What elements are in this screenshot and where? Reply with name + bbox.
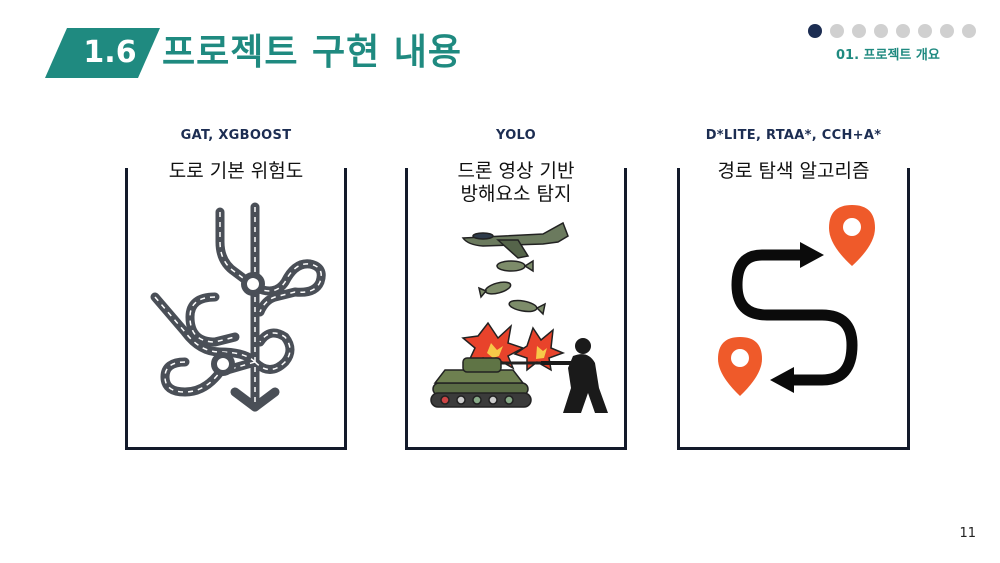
card-route-algorithm: 경로 탐색 알고리즘 — [677, 160, 910, 450]
card-frame — [125, 168, 347, 450]
bomb-icon — [477, 259, 547, 316]
card-frame — [677, 168, 910, 450]
page-number: 11 — [959, 526, 976, 541]
badge-parallelogram — [45, 28, 160, 78]
progress-dot — [808, 24, 822, 38]
progress-dot — [896, 24, 910, 38]
arrow-right-icon — [800, 242, 824, 268]
military-illustration — [430, 221, 608, 413]
tank-icon — [430, 357, 543, 408]
progress-dot — [940, 24, 954, 38]
progress-dot — [962, 24, 976, 38]
title-number-badge: 1.6 — [45, 28, 160, 78]
card-title: 도로 기본 위험도 — [125, 160, 347, 183]
card-head-2: YOLO — [495, 128, 537, 143]
progress-dots — [808, 24, 976, 40]
arrow-left-icon — [770, 367, 794, 393]
progress-dot — [874, 24, 888, 38]
route-path-illustration — [718, 205, 875, 396]
card-title: 경로 탐색 알고리즘 — [677, 160, 910, 183]
progress-dot — [852, 24, 866, 38]
card-drone-detection: 드론 영상 기반 방해요소 탐지 — [405, 160, 627, 450]
soldier-icon — [541, 338, 608, 413]
card-road-risk: 도로 기본 위험도 — [125, 160, 347, 450]
progress-dot — [830, 24, 844, 38]
road-network-illustration — [150, 202, 326, 412]
page-title: 프로젝트 구현 내용 — [162, 32, 463, 73]
card-head-3: D*LITE, RTAA*, CCH+A* — [705, 128, 882, 143]
card-title: 드론 영상 기반 방해요소 탐지 — [405, 160, 627, 206]
card-frame — [405, 168, 627, 450]
card-head-1: GAT, XGBOOST — [180, 128, 292, 143]
title-number: 1.6 — [83, 35, 137, 70]
location-pin-icon — [829, 205, 875, 266]
jet-icon — [461, 221, 569, 259]
progress-dot — [918, 24, 932, 38]
location-pin-icon — [718, 337, 762, 396]
section-label: 01. 프로젝트 개요 — [836, 48, 940, 63]
